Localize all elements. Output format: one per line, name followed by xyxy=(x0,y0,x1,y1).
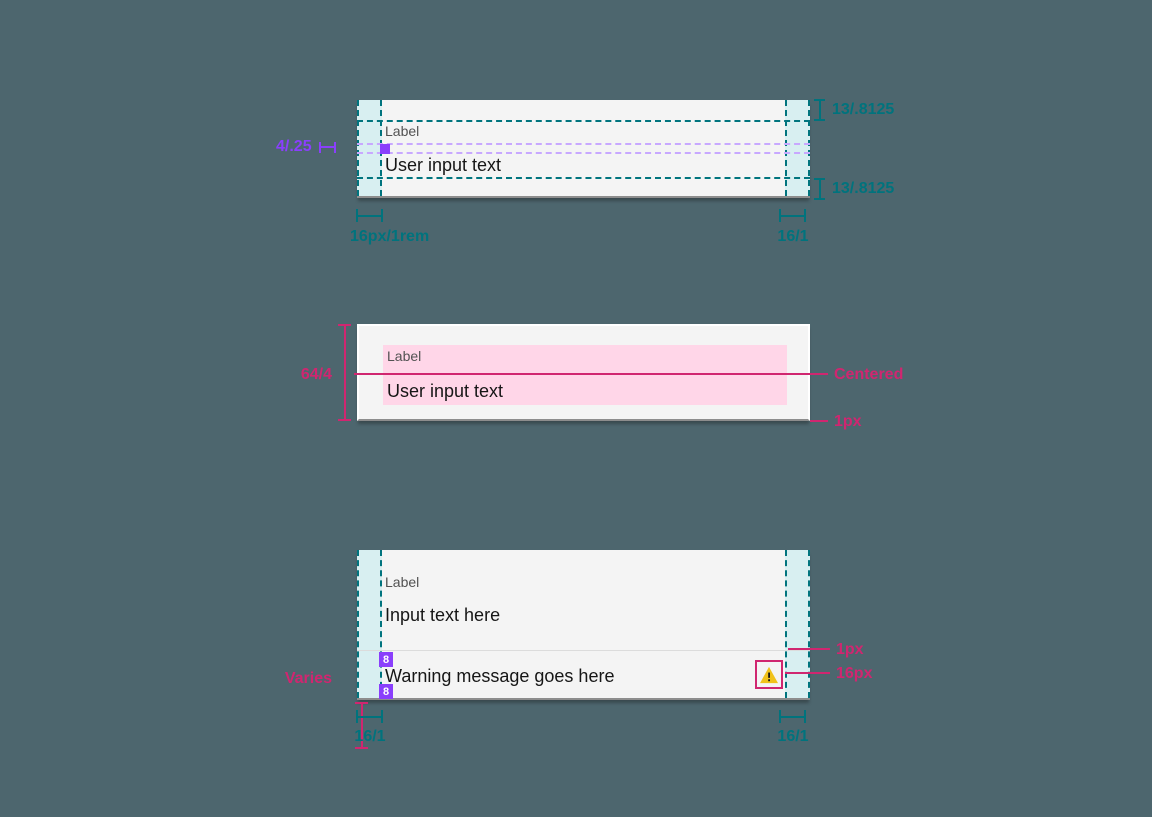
horizontal-measure-icon xyxy=(356,710,383,723)
icon-leader-line xyxy=(785,672,830,674)
centered-alignment-line xyxy=(354,373,828,375)
horizontal-measure-icon xyxy=(356,209,383,222)
input-value: User input text xyxy=(385,155,502,175)
bottom-right-measure xyxy=(779,209,806,227)
warning-divider xyxy=(357,650,810,651)
input-label: Label xyxy=(385,123,420,139)
annotation-padding-top: 13/.8125 xyxy=(814,99,894,121)
label-gap-handle-icon xyxy=(380,144,390,154)
annotation-text: 13/.8125 xyxy=(832,101,895,118)
bottom-right-measure xyxy=(779,710,806,728)
spacer-token-badge: 8 xyxy=(379,684,393,699)
left-padding-indicator xyxy=(357,550,382,698)
top-padding-guide xyxy=(357,120,810,122)
annotation-right-padding: 16/1 xyxy=(777,228,809,245)
varies-measure-icon xyxy=(355,702,369,749)
label-gap-indicator xyxy=(357,143,810,154)
horizontal-measure-icon xyxy=(779,209,806,222)
input-value: Input text here xyxy=(385,605,501,625)
input-label: Label xyxy=(385,574,420,590)
warning-triangle-icon xyxy=(760,666,778,683)
divider-leader-line xyxy=(788,648,830,650)
border-leader-line xyxy=(810,420,828,422)
annotation-height: 64/4 xyxy=(300,366,332,383)
height-measure-icon xyxy=(338,324,351,421)
annotation-icon-size: 16px xyxy=(836,665,873,682)
annotation-text: 13/.8125 xyxy=(832,180,895,197)
annotation-padding-bottom: 13/.8125 xyxy=(814,178,894,200)
right-padding-indicator xyxy=(785,550,810,698)
bottom-left-measure xyxy=(356,710,383,728)
annotation-left-padding: 16px/1rem xyxy=(350,228,430,245)
annotation-divider: 1px xyxy=(836,641,864,658)
annotation-label-gap: 4/.25 xyxy=(276,138,336,156)
spacer-token-badge: 8 xyxy=(379,652,393,667)
text-input-example-height: Label User input text xyxy=(357,324,810,421)
text-input-example-spacing: Label User input text xyxy=(357,100,810,198)
bottom-padding-guide xyxy=(357,177,810,179)
annotation-text: 4/.25 xyxy=(276,138,312,155)
annotation-left-padding: 16/1 xyxy=(354,728,386,745)
horizontal-measure-icon xyxy=(779,710,806,723)
annotation-right-padding: 16/1 xyxy=(777,728,809,745)
annotation-varies: Varies xyxy=(284,670,332,687)
input-label: Label xyxy=(387,348,422,364)
vertical-measure-icon xyxy=(814,99,825,121)
annotation-border-width: 1px xyxy=(834,413,862,430)
text-input-example-warning: Label Input text here 8 Warning message … xyxy=(357,550,810,700)
text-area-highlight xyxy=(383,345,787,405)
horizontal-measure-icon xyxy=(318,141,336,153)
input-value: User input text xyxy=(387,381,504,401)
right-padding-indicator xyxy=(785,100,810,196)
warning-icon-bounds xyxy=(755,660,783,689)
warning-message: Warning message goes here xyxy=(385,666,615,686)
bottom-left-measure xyxy=(356,209,383,227)
vertical-measure-icon xyxy=(814,178,825,200)
annotation-centered: Centered xyxy=(834,366,904,383)
